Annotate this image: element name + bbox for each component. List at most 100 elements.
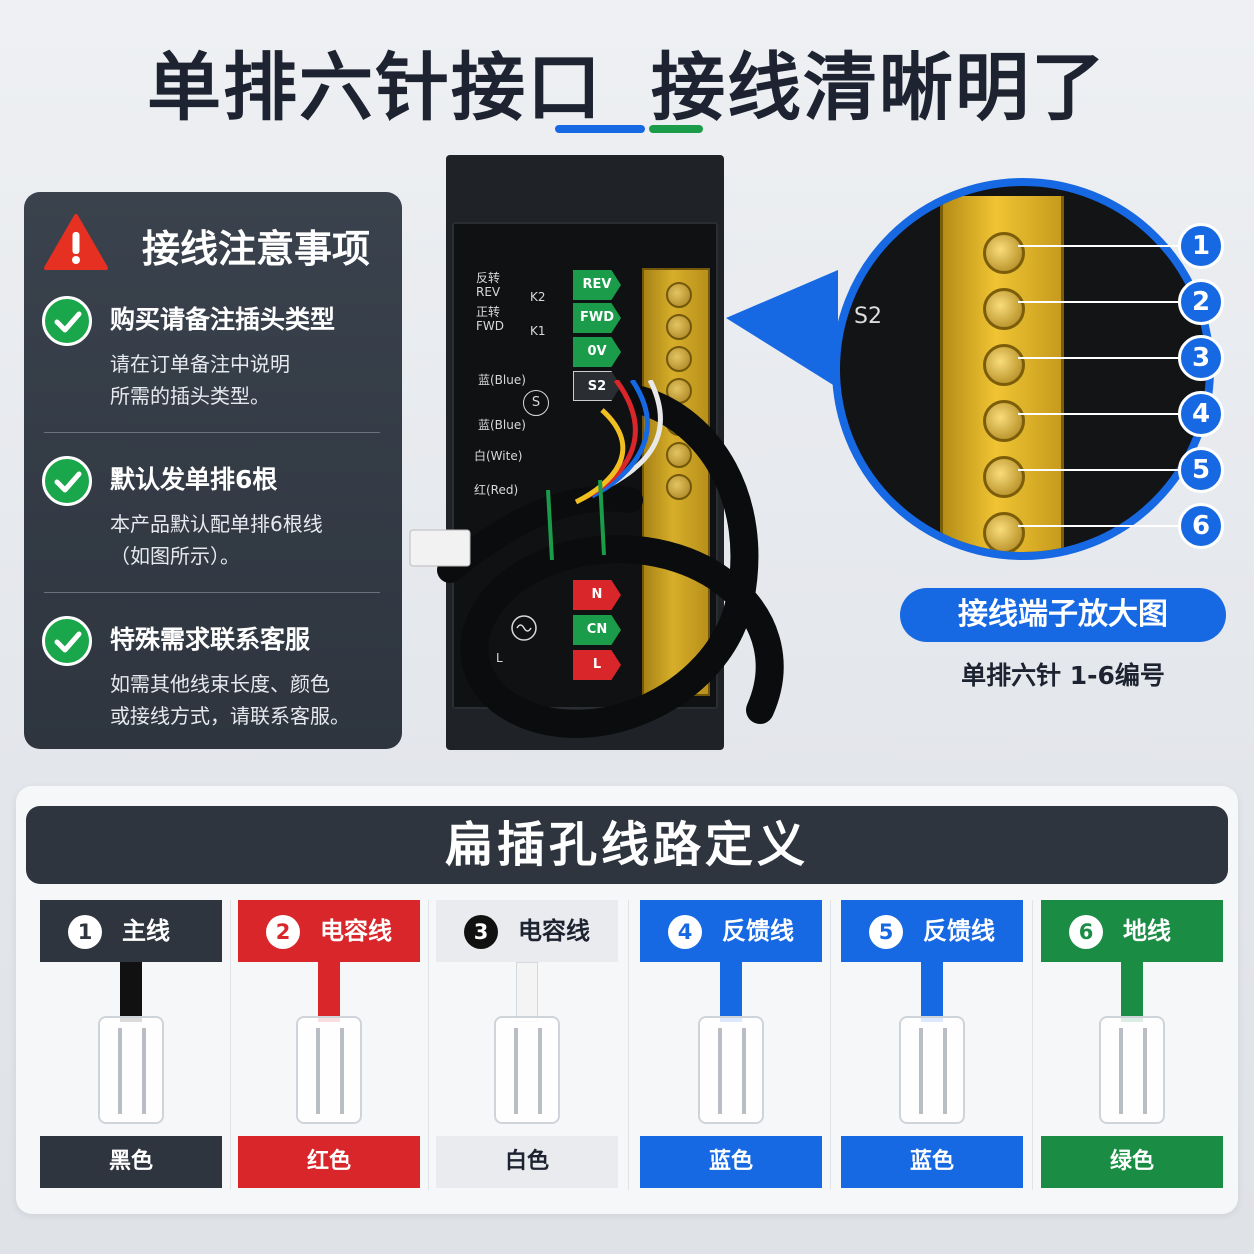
leader-line xyxy=(1018,357,1180,359)
zoom-caption-sub: 单排六针 1-6编号 xyxy=(961,661,1165,690)
flat-connector-icon xyxy=(98,1016,164,1124)
note-divider xyxy=(44,432,380,433)
zoom-screw xyxy=(983,400,1025,442)
column-separator xyxy=(230,900,231,1190)
terminal-number-4: 4 xyxy=(1178,391,1224,437)
terminal-screw xyxy=(666,282,692,308)
terminal-screw xyxy=(666,442,692,468)
leader-line xyxy=(1018,525,1180,527)
wire-name: 反馈线 xyxy=(722,917,794,945)
connector-pin xyxy=(316,1028,320,1114)
flat-connector-icon xyxy=(899,1016,965,1124)
definitions-title: 扁插孔线路定义 xyxy=(26,806,1228,884)
terminal-number-6: 6 xyxy=(1178,503,1224,549)
terminal-number-2: 2 xyxy=(1178,279,1224,325)
wire-sample xyxy=(1121,962,1143,1022)
red-label: 红(Red) xyxy=(474,483,519,497)
rev-label-cn: 反转 xyxy=(476,271,501,285)
check-icon xyxy=(42,456,92,506)
zoom-screw xyxy=(983,288,1025,330)
blue-label-2: 蓝(Blue) xyxy=(478,418,526,432)
warning-icon xyxy=(44,214,108,270)
headline-part2: 接线清晰明了 xyxy=(651,45,1107,131)
zoom-caption-pill: 接线端子放大图 xyxy=(900,588,1226,642)
wire-number-badge: 5 xyxy=(869,915,903,949)
connector-pin xyxy=(943,1028,947,1114)
title-underline xyxy=(555,125,703,133)
connector-pin xyxy=(1143,1028,1147,1114)
wire-number-badge: 4 xyxy=(668,915,702,949)
wire-column-header: 5 反馈线 xyxy=(841,900,1023,962)
leader-line xyxy=(1018,469,1180,471)
terminal-number-3: 3 xyxy=(1178,335,1224,381)
column-separator xyxy=(428,900,429,1190)
note-body: 如需其他线束长度、颜色或接线方式，请联系客服。 xyxy=(110,672,350,728)
connector-pin xyxy=(514,1028,518,1114)
note-heading: 特殊需求联系客服 xyxy=(110,625,311,654)
wire-name: 电容线 xyxy=(518,917,590,945)
wire-sample xyxy=(120,962,142,1022)
k2-label: K2 xyxy=(530,290,546,304)
connector-pin xyxy=(742,1028,746,1114)
connector-pin xyxy=(1119,1028,1123,1114)
connector-pin xyxy=(718,1028,722,1114)
wire-name: 电容线 xyxy=(320,917,392,945)
note-body: 本产品默认配单排6根线（如图所示）。 xyxy=(110,512,323,568)
flat-connector-icon xyxy=(1099,1016,1165,1124)
terminal-zoom-circle: S2 xyxy=(832,178,1214,560)
tag-n: N xyxy=(573,580,621,610)
note-body: 请在订单备注中说明所需的插头类型。 xyxy=(110,352,290,408)
terminal-number-1: 1 xyxy=(1178,223,1224,269)
column-separator xyxy=(628,900,629,1190)
wire-sample xyxy=(516,962,538,1022)
column-separator xyxy=(1032,900,1033,1190)
zoom-screw xyxy=(983,344,1025,386)
wire-name: 主线 xyxy=(122,917,170,945)
wire-color-label: 白色 xyxy=(436,1136,618,1188)
ac-source-icon xyxy=(511,615,537,641)
wire-number-badge: 3 xyxy=(464,915,498,949)
notes-header: 接线注意事项 xyxy=(44,212,384,272)
page-headline: 单排六针接口接线清晰明了 xyxy=(0,28,1254,135)
wire-sample xyxy=(921,962,943,1022)
wire-color-label: 绿色 xyxy=(1041,1136,1223,1188)
blue-label-1: 蓝(Blue) xyxy=(478,373,526,387)
leader-line xyxy=(1018,245,1180,247)
column-separator xyxy=(830,900,831,1190)
wire-color-label: 黑色 xyxy=(40,1136,222,1188)
terminal-number-5: 5 xyxy=(1178,447,1224,493)
tag-fwd: FWD xyxy=(573,303,621,333)
zoom-screw xyxy=(983,512,1025,552)
tag-l: L xyxy=(573,650,621,680)
rev-label-en: REV xyxy=(476,285,501,299)
check-icon xyxy=(42,616,92,666)
flat-connector-icon xyxy=(494,1016,560,1124)
wire-sample xyxy=(720,962,742,1022)
fwd-label-en: FWD xyxy=(476,319,505,333)
connector-pin xyxy=(142,1028,146,1114)
note-heading: 购买请备注插头类型 xyxy=(110,305,336,334)
wire-column-3: 3 电容线白色 xyxy=(436,900,618,1190)
wire-color-label: 蓝色 xyxy=(640,1136,822,1188)
white-label: 白(Wite) xyxy=(474,449,523,463)
l-side-label: L xyxy=(496,651,503,665)
note-heading: 默认发单排6根 xyxy=(110,465,278,494)
wire-sample xyxy=(318,962,340,1022)
wire-color-label: 红色 xyxy=(238,1136,420,1188)
leader-line xyxy=(1018,301,1180,303)
connector-pin xyxy=(340,1028,344,1114)
fwd-label-cn: 正转 xyxy=(476,305,501,319)
wire-column-header: 4 反馈线 xyxy=(640,900,822,962)
leader-line xyxy=(1018,413,1180,415)
zoom-s2-label: S2 xyxy=(854,304,882,329)
wire-column-header: 3 电容线 xyxy=(436,900,618,962)
headline-part1: 单排六针接口 xyxy=(147,45,603,131)
magnifier-pointer xyxy=(726,270,838,388)
tag-rev: REV xyxy=(573,270,621,300)
zoom-terminal-strip xyxy=(940,196,1064,552)
wire-name: 反馈线 xyxy=(923,917,995,945)
flat-connector-icon xyxy=(698,1016,764,1124)
